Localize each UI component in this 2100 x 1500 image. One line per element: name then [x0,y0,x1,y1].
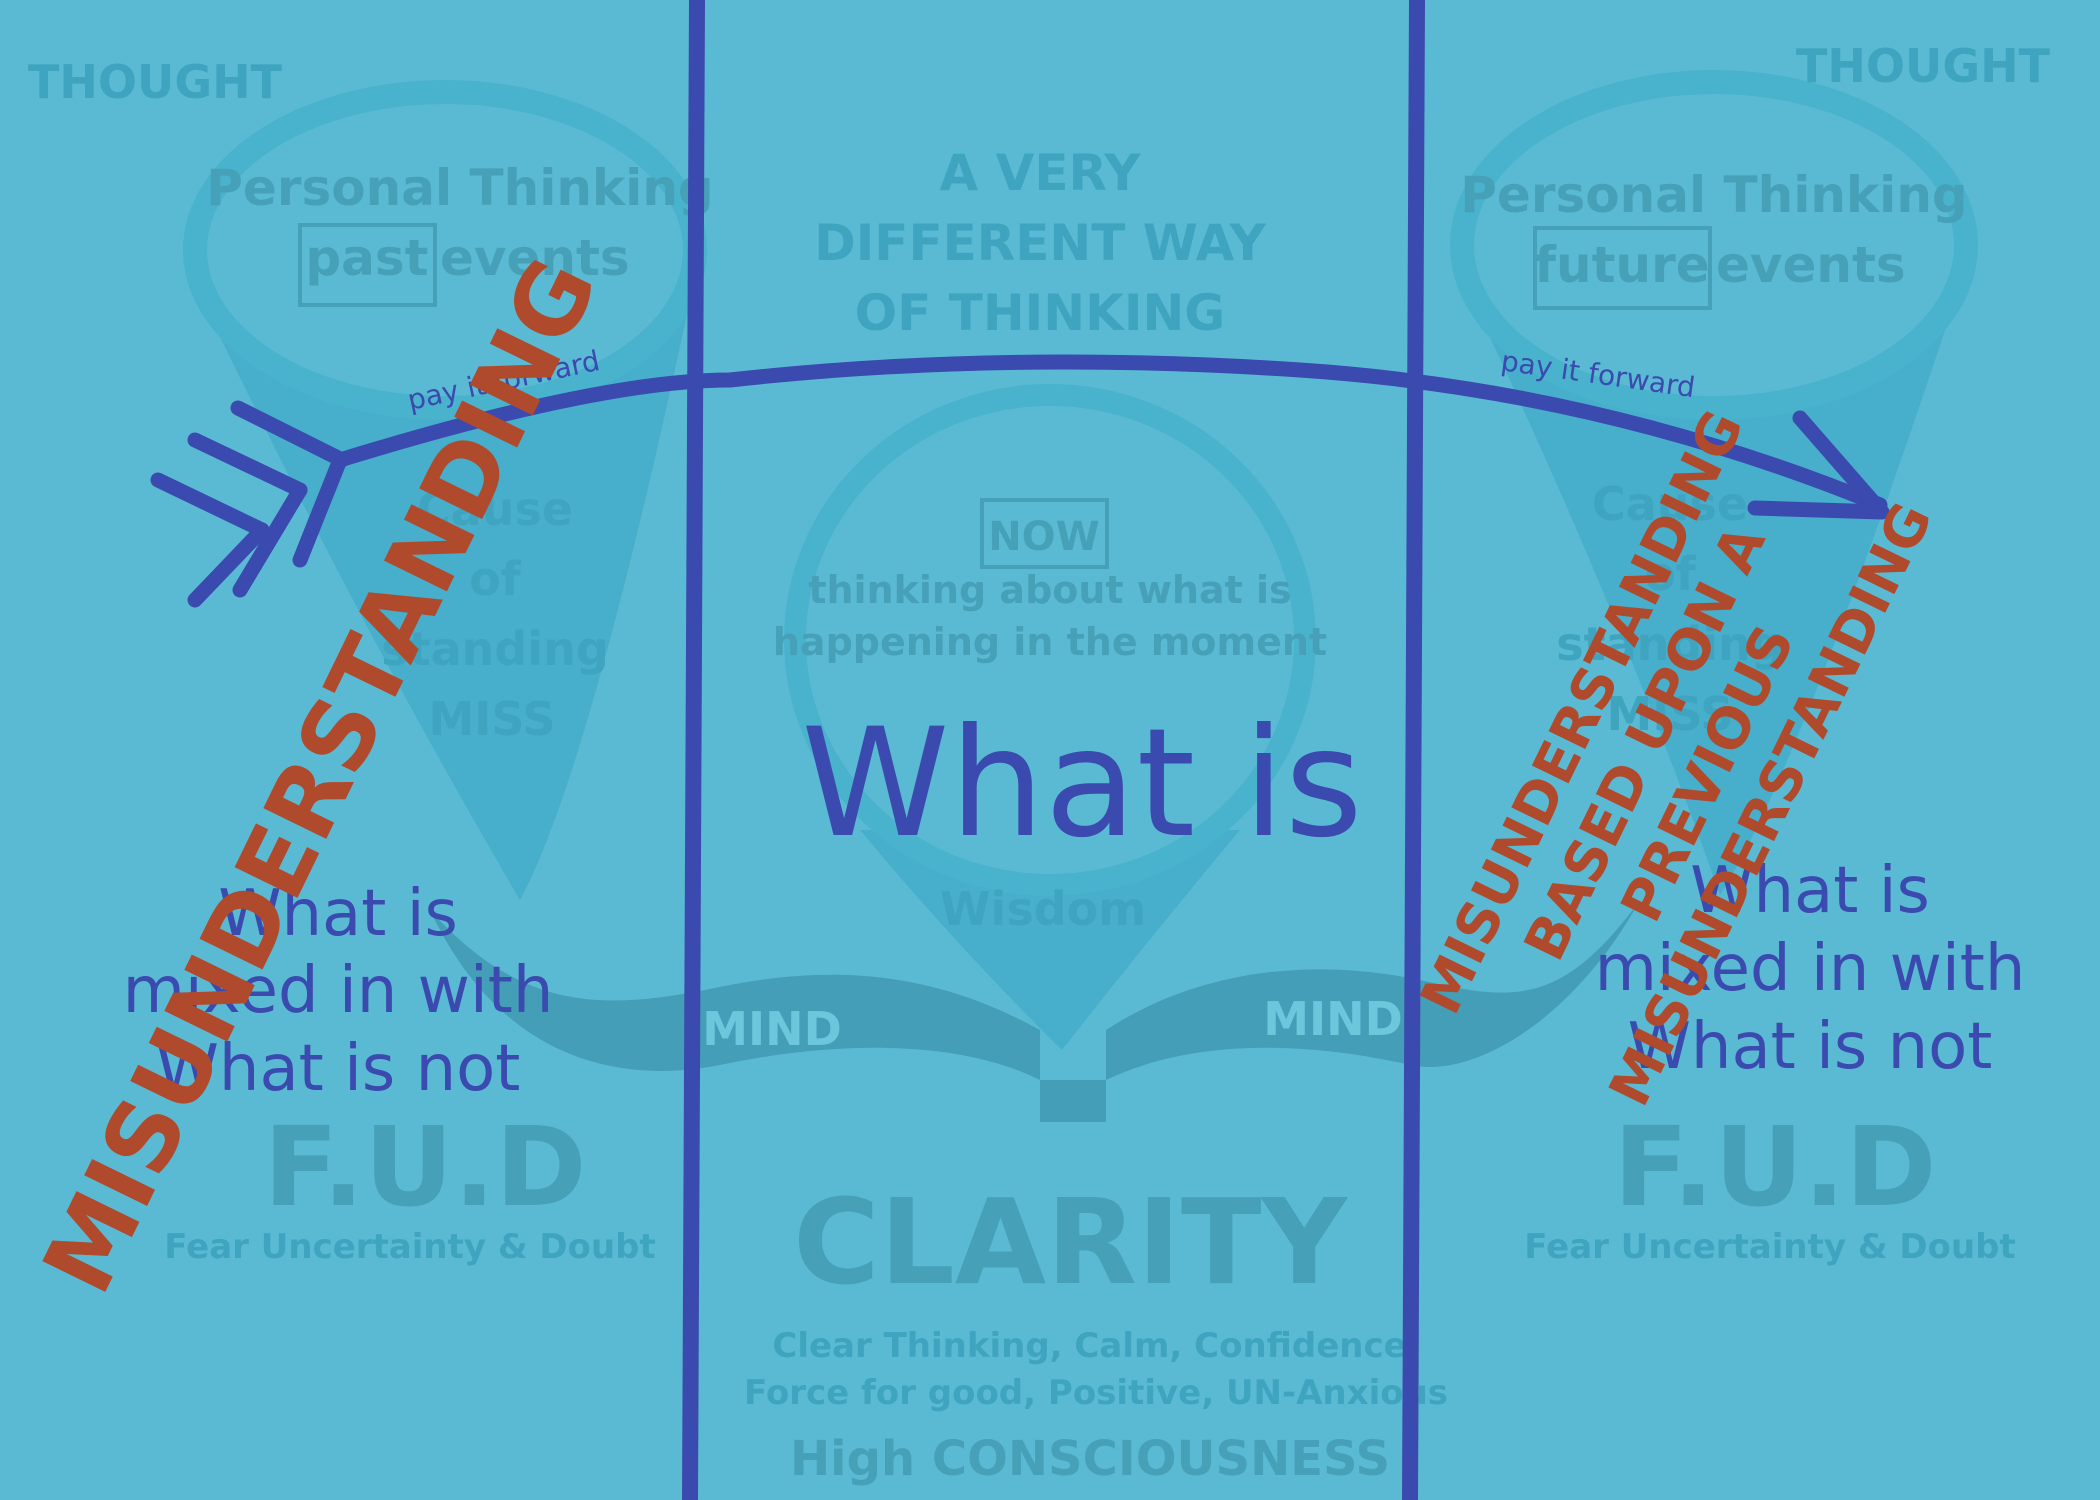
right-mind-label: MIND [1263,992,1403,1046]
right-mixed-line-2: mixed in with [1595,932,2026,1006]
clarity-title: CLARITY [793,1173,1348,1311]
center-now-bubble [784,384,1316,896]
center-heading-line-1: A VERY [940,144,1142,202]
left-past-box [298,223,437,307]
now-line-2: happening in the moment [773,620,1327,664]
right-cone-line-4: MISS [1606,687,1733,741]
arrow-fletching [150,400,350,608]
left-mixed-line-3: What is not [156,1032,521,1106]
left-cone-line-3: standing [381,622,609,676]
left-divider-line [682,0,705,1500]
right-bubble-boxed: future [1534,236,1709,294]
left-bubble-title: Personal Thinking [206,159,713,217]
right-future-box [1533,226,1712,310]
right-mixed-line-1: What is [1690,854,1930,928]
wisdom-label: Wisdom [940,882,1146,936]
right-thought-label: THOUGHT [1796,39,2051,93]
clarity-line-1: Clear Thinking, Calm, Confidence, [772,1326,1419,1366]
arrow-head [1747,410,1890,520]
right-bubble-title: Personal Thinking [1460,166,1967,224]
right-bubble-suffix: events [1716,236,1906,294]
right-thought-bubble [1450,70,1978,420]
left-bubble-boxed: past [305,229,428,287]
right-cone-line-1: Cause [1592,477,1748,531]
right-fud: F.U.D [1613,1103,1936,1231]
left-cone-line-1: Cause [417,482,573,536]
now-box [980,498,1109,569]
left-mind-label: MIND [702,1002,842,1056]
right-cone-line-3: standing [1556,617,1784,671]
center-heading-line-2: DIFFERENT WAY [814,214,1266,272]
pay-it-forward-arrow [332,354,1888,513]
left-bubble-suffix: events [440,229,630,287]
left-cone-line-2: of [469,552,522,606]
left-mixed-line-1: What is [218,877,458,951]
center-bubble-point [860,830,1240,1050]
center-what-is: What is [801,697,1363,871]
right-cone-line-2: of [1644,547,1697,601]
left-fud-caption: Fear Uncertainty & Doubt [164,1227,655,1267]
center-heading-line-3: OF THINKING [855,284,1226,342]
left-cone-line-4: MISS [428,692,555,746]
left-mixed-line-2: mixed in with [123,954,554,1028]
now-line-1: thinking about what is [808,568,1291,612]
mind-band [430,900,1640,1122]
right-mixed-line-3: What is not [1628,1010,1993,1084]
now-label: NOW [988,514,1100,560]
left-fud: F.U.D [263,1103,586,1231]
consciousness-label: High CONSCIOUSNESS [790,1431,1390,1487]
right-thought-cone [1470,295,1955,895]
right-divider-line [1402,0,1425,1500]
left-thought-label: THOUGHT [28,55,283,109]
right-fud-caption: Fear Uncertainty & Doubt [1524,1227,2015,1267]
clarity-line-2: Force for good, Positive, UN-Anxious [744,1373,1448,1413]
